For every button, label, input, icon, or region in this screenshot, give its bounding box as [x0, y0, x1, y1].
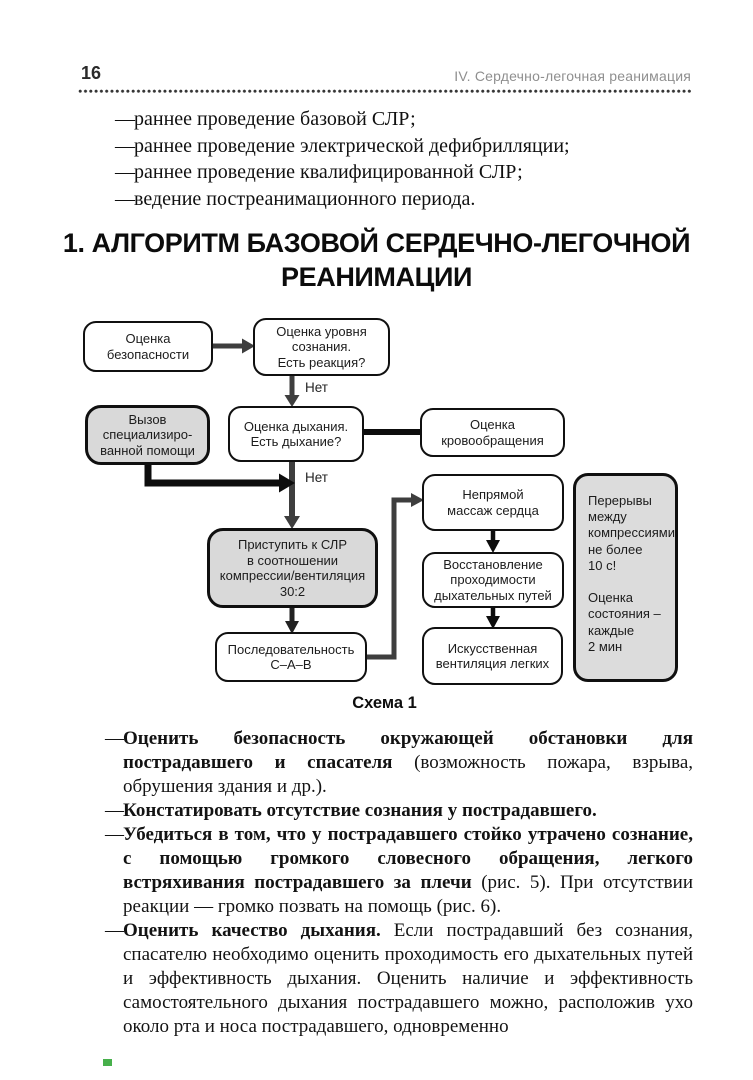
dash-marker: — — [105, 824, 124, 845]
no-label: Нет — [305, 470, 328, 485]
arrow-consciousness-to-breathing — [284, 376, 300, 407]
text-run: Оценить безопасность окружающей обстанов… — [123, 728, 693, 773]
list-item: —раннее проведение квалифицированной СЛР… — [115, 159, 705, 186]
text-run: Констатировать отсутствие сознания у пос… — [123, 800, 597, 821]
body-list: —Оценить безопасность окружающей обстано… — [105, 727, 693, 1039]
text-run: (возможность пожара, взрыва, обрушения з… — [123, 752, 694, 797]
scan-artifact — [103, 1059, 112, 1066]
section-title: 1. АЛГОРИТМ БАЗОВОЙ СЕРДЕЧНО-ЛЕГОЧНОЙ РЕ… — [62, 228, 691, 292]
flowchart-box-airway: Восстановление проходимости дыхательных … — [422, 552, 564, 608]
flowchart-box-consciousness: Оценка уровня сознания. Есть реакция? — [253, 318, 390, 376]
dash-marker: — — [105, 920, 124, 941]
flowchart-arrows — [144, 338, 500, 660]
flowchart-box-chest-compressions: Непрямой массаж сердца — [422, 474, 564, 531]
flowchart-note-box: Перерывы между компрессиями не более 10 … — [573, 473, 678, 682]
list-item-text: ведение постреанимационного периода. — [134, 187, 476, 210]
flowchart-box-ventilation: Искусственная вентиляция легких — [422, 627, 563, 685]
flowchart-box-start-cpr: Приступить к СЛР в соотношении компресси… — [207, 528, 378, 608]
list-item-text: раннее проведение электрической дефибрил… — [134, 134, 570, 157]
text-run: Если пострадавший без сознания, спасател… — [123, 920, 693, 1037]
arrow-massage-to-airway — [486, 530, 500, 553]
flowchart-box-call-help: Вызов специализиро- ванной помощи — [85, 405, 210, 465]
list-item-text: раннее проведение базовой СЛР; — [134, 108, 416, 130]
list-item: —Оценить качество дыхания. Если пострада… — [105, 919, 693, 1039]
arrow-breathing-to-cpr — [284, 460, 300, 529]
running-header: IV. Сердечно-легочная реанимация — [454, 68, 691, 84]
dash-marker: — — [115, 108, 135, 130]
list-item: —Убедиться в том, что у пострадавшего ст… — [105, 823, 693, 919]
cpr-flowchart: Оценка безопасности Оценка уровня сознан… — [0, 300, 753, 720]
flowchart-box-safety: Оценка безопасности — [83, 321, 213, 372]
list-item-text: раннее проведение квалифицированной СЛР; — [134, 161, 523, 183]
dotted-divider — [78, 89, 692, 94]
list-item: —ведение постреанимационного периода. — [115, 186, 705, 213]
intro-list: —раннее проведение базовой СЛР; —раннее … — [115, 106, 705, 212]
text-run: (рис. 5). При отсутствии реакции — громк… — [123, 872, 693, 917]
flowchart-box-breathing: Оценка дыхания. Есть дыхание? — [228, 406, 364, 462]
arrow-airway-to-ventilation — [486, 607, 500, 629]
dash-marker: — — [115, 187, 135, 210]
dash-marker: — — [105, 800, 124, 821]
flowchart-box-cab-sequence: Последовательность С–А–В — [215, 632, 367, 682]
flowchart-box-circulation: Оценка кровообращения — [420, 408, 565, 457]
no-label: Нет — [305, 380, 328, 395]
text-run: Оценить качество дыхания. — [123, 920, 381, 941]
dash-marker: — — [115, 134, 135, 157]
list-item: —Оценить безопасность окружающей обстано… — [105, 727, 693, 799]
arrow-cpr-to-cab — [285, 607, 299, 634]
dash-marker: — — [115, 161, 135, 183]
text-run: Убедиться в том, что у пострадавшего сто… — [123, 824, 693, 893]
arrow-safety-to-consciousness — [213, 338, 255, 354]
list-item: —Констатировать отсутствие сознания у по… — [105, 799, 693, 823]
dash-marker: — — [105, 728, 124, 749]
page-number: 16 — [81, 63, 102, 83]
list-item: —раннее проведение электрической дефибри… — [115, 133, 705, 160]
arrow-cab-to-massage — [366, 493, 424, 660]
arrow-call-to-main-line — [144, 463, 295, 493]
figure-caption: Схема 1 — [352, 694, 417, 712]
list-item: —раннее проведение базовой СЛР; — [115, 106, 705, 133]
